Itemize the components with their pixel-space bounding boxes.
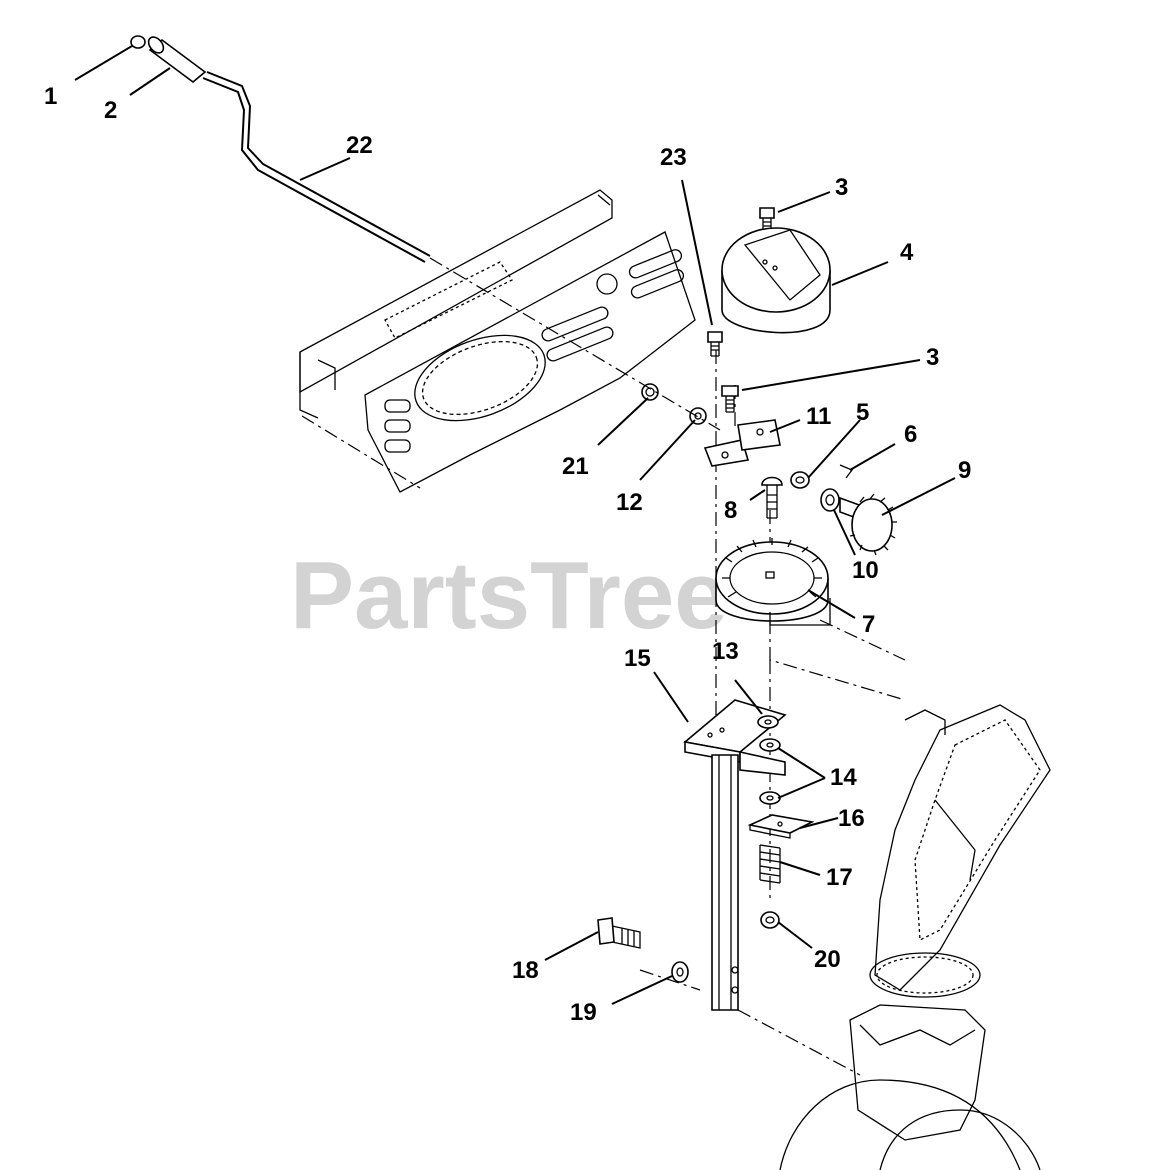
part-discharge-chute (779, 704, 1051, 1170)
part-spring-17 (759, 844, 781, 884)
part-bolt-23 (707, 331, 723, 357)
label-6: 6 (904, 421, 917, 448)
part-carriage-bolt-8 (761, 476, 783, 519)
part-nut-1 (130, 35, 146, 49)
label-3a: 3 (835, 174, 848, 201)
part-nut-20 (760, 911, 780, 929)
label-5: 5 (856, 399, 869, 426)
label-15: 15 (624, 645, 651, 672)
part-nut-5 (790, 471, 810, 489)
label-12: 12 (616, 489, 643, 516)
part-knob-cap-4 (721, 227, 831, 334)
label-2: 2 (104, 97, 117, 124)
part-ring-gear-7 (715, 538, 831, 626)
label-20: 20 (814, 946, 841, 973)
label-10: 10 (852, 557, 879, 584)
part-angle-bracket-11 (703, 419, 781, 467)
part-crank-rod-22 (202, 71, 431, 263)
part-handle-grip-2 (147, 36, 207, 84)
label-21: 21 (562, 453, 589, 480)
label-4: 4 (900, 239, 914, 266)
part-washer-10 (820, 488, 840, 512)
label-14: 14 (830, 764, 857, 791)
leader-lines (74, 45, 956, 1005)
label-8: 8 (724, 497, 737, 524)
label-1: 1 (44, 83, 57, 110)
label-9: 9 (958, 457, 971, 484)
label-19: 19 (570, 999, 597, 1026)
part-pinion-gear-9 (839, 493, 897, 556)
part-mounting-bracket (299, 189, 696, 493)
label-23: 23 (660, 144, 687, 171)
label-3b: 3 (926, 344, 939, 371)
part-washer-19 (671, 961, 689, 983)
label-7: 7 (862, 611, 875, 638)
part-plate-16 (747, 814, 815, 839)
label-17: 17 (826, 864, 853, 891)
label-13: 13 (712, 638, 739, 665)
part-cotter-pin-6 (839, 464, 854, 479)
part-washer-13 (757, 715, 779, 729)
label-22: 22 (346, 132, 373, 159)
label-11: 11 (806, 403, 831, 430)
part-bolt-3-lower (721, 385, 739, 413)
part-bolt-18 (597, 917, 641, 949)
part-washers-14 (759, 738, 781, 805)
label-18: 18 (512, 957, 539, 984)
watermark-text: PartsTree (290, 542, 728, 649)
part-labels: 1 2 22 23 3 4 3 11 5 6 9 21 12 8 10 7 15… (44, 83, 971, 1026)
label-16: 16 (838, 805, 865, 832)
